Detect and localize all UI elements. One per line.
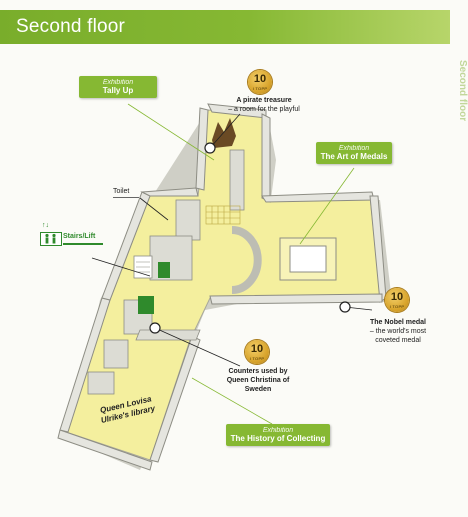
pirate-treasure-label: A pirate treasure – a room for the playf… — [228, 97, 300, 113]
nobel-medal-label: The Nobel medal – the world's most covet… — [369, 319, 427, 344]
callout-category: Exhibition — [102, 79, 134, 86]
location-markers — [149, 142, 351, 334]
person-pair-icon — [45, 233, 56, 244]
top10-badge-icon: 10 I TOPP — [248, 70, 272, 94]
leader-lines — [127, 103, 355, 425]
callout-history-of-collecting[interactable]: Exhibition The History of Collecting — [226, 424, 330, 446]
callout-category: Exhibition — [262, 427, 294, 434]
medal-showcase — [231, 226, 337, 294]
top10-badge-icon: 10 I TOPP — [245, 340, 269, 364]
callout-category: Exhibition — [338, 145, 370, 152]
stairs-lift-underline — [63, 243, 103, 245]
callout-tally-up[interactable]: Exhibition Tally Up — [79, 76, 157, 98]
toilet-label: Toilet — [113, 188, 130, 195]
stairs-lift-label: Stairs/Lift — [63, 233, 96, 240]
counters-label: Counters used by Queen Christina of Swed… — [226, 368, 290, 393]
top10-badge-icon: 10 I TOPP — [385, 288, 409, 312]
callout-art-of-medals[interactable]: Exhibition The Art of Medals — [316, 142, 392, 164]
callout-name: The History of Collecting — [230, 434, 326, 443]
header-banner: Second floor — [0, 10, 450, 44]
toilet-underline — [113, 197, 139, 198]
callout-name: The Art of Medals — [320, 152, 388, 161]
stairs-lift-icon — [40, 232, 62, 246]
black-leader-lines — [91, 113, 373, 367]
floor-grid — [205, 205, 241, 225]
page-title: Second floor — [16, 16, 126, 37]
up-down-arrows-icon: ↑↓ — [42, 222, 49, 229]
callout-name: Tally Up — [102, 86, 134, 95]
side-tab: Second floor — [457, 60, 468, 122]
interior-walls — [87, 149, 245, 395]
outer-walls — [57, 103, 387, 471]
